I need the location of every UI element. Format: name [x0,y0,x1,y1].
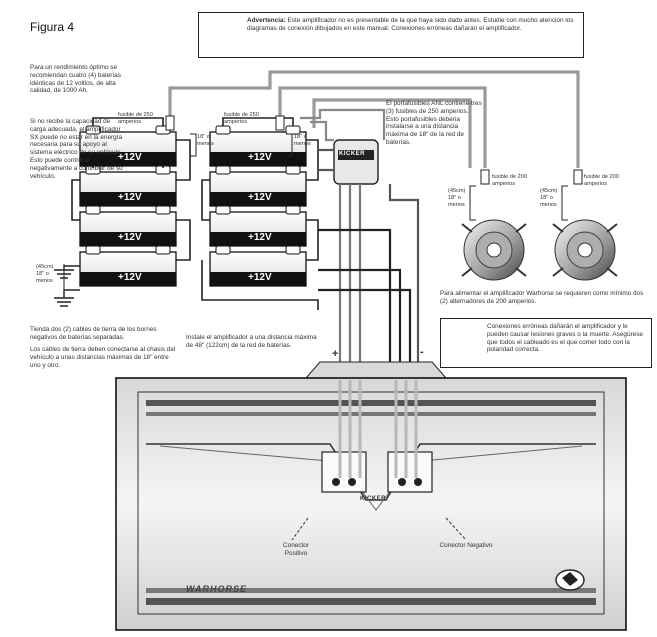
battery-label: +12V [118,192,142,203]
battery-wiring [71,117,319,310]
battery-label: +12V [248,272,272,283]
battery-bank-right [209,125,307,287]
anl-fuse-holder [333,139,379,185]
battery-label: +12V [118,232,142,243]
note-anl-fuse: El portafusibles ANL contiene tres (3) f… [386,100,482,147]
battery [209,205,307,247]
alternator-left [461,219,527,281]
amp-model-label: WARHORSE [186,584,248,594]
battery [79,165,177,207]
battery-label: +12V [118,272,142,283]
amp-input-cables [338,380,418,478]
battery-label: +12V [248,152,272,163]
power-cable-to-alternators [168,70,580,168]
warning-box-bottom: Conexiones erróneas dañarán el amplifica… [440,318,652,368]
battery-label: +12V [248,232,272,243]
battery [209,245,307,287]
distance-label-4: (45cm) 18" o menos [540,188,558,208]
battery-label: +12V [248,192,272,203]
fuse-label-4: fusible de 200 amperios [584,174,619,187]
warning-top-heading: Advertencia: [247,17,286,24]
fuse-marks [165,115,583,185]
distance-brackets [63,133,568,292]
battery [209,165,307,207]
amplifier-body [115,361,627,631]
distance-label-5: (45cm) 18" o menos [36,264,54,284]
anl-brand-label: KICKER [339,151,366,157]
warning-box-top: Advertencia: Este amplificador no es pre… [198,12,584,58]
note-alternators: Para alimentar el amplificador Warhorse … [440,290,644,305]
distance-label-3: (45cm) 18" o menos [448,188,466,208]
amp-plus-sign: + [332,348,339,360]
warning-bottom-text: Conexiones erróneas dañarán el amplifica… [487,323,643,354]
warning-top-text: Advertencia: Este amplificador no es pre… [247,17,579,33]
battery-bank-left [79,125,177,287]
note-ground-cables: Tienda dos (2) cables de tierra de los b… [30,326,157,341]
battery-label: +12V [118,152,142,163]
fuse-label-3: fusible de 200 amperios [492,174,527,187]
fuse-label-2: fusible de 250 amperios [224,112,259,125]
amp-minus-sign: - [420,346,424,358]
note-batteries: Para un rendimiento óptimo se recomienda… [30,64,121,95]
warning-top-body: Este amplificador no es presentable de l… [247,17,574,32]
amp-brand-label: KICKER [360,496,387,502]
note-ground-distance: Los cables de tierra deben conectarse al… [30,346,176,369]
figure-title: Figura 4 [30,20,75,34]
alternator-right [552,219,618,281]
note-charge-capacity: Si no recibe la capacidad de carga adecu… [30,118,123,180]
battery [79,245,177,287]
distance-label-2: 18" o menos [294,134,311,147]
power-wiring [300,108,420,380]
battery [209,125,307,167]
note-amp-distance: Instale el amplificador a una distancia … [186,334,317,349]
distance-label-1: 18" o menos [197,134,214,147]
positive-terminal-label: Conector Positivo [283,542,309,557]
battery [79,125,177,167]
fuse-label-1: fusible de 250 amperios [118,112,153,125]
negative-terminal-label: Conector Negativo [439,542,493,549]
battery [79,205,177,247]
